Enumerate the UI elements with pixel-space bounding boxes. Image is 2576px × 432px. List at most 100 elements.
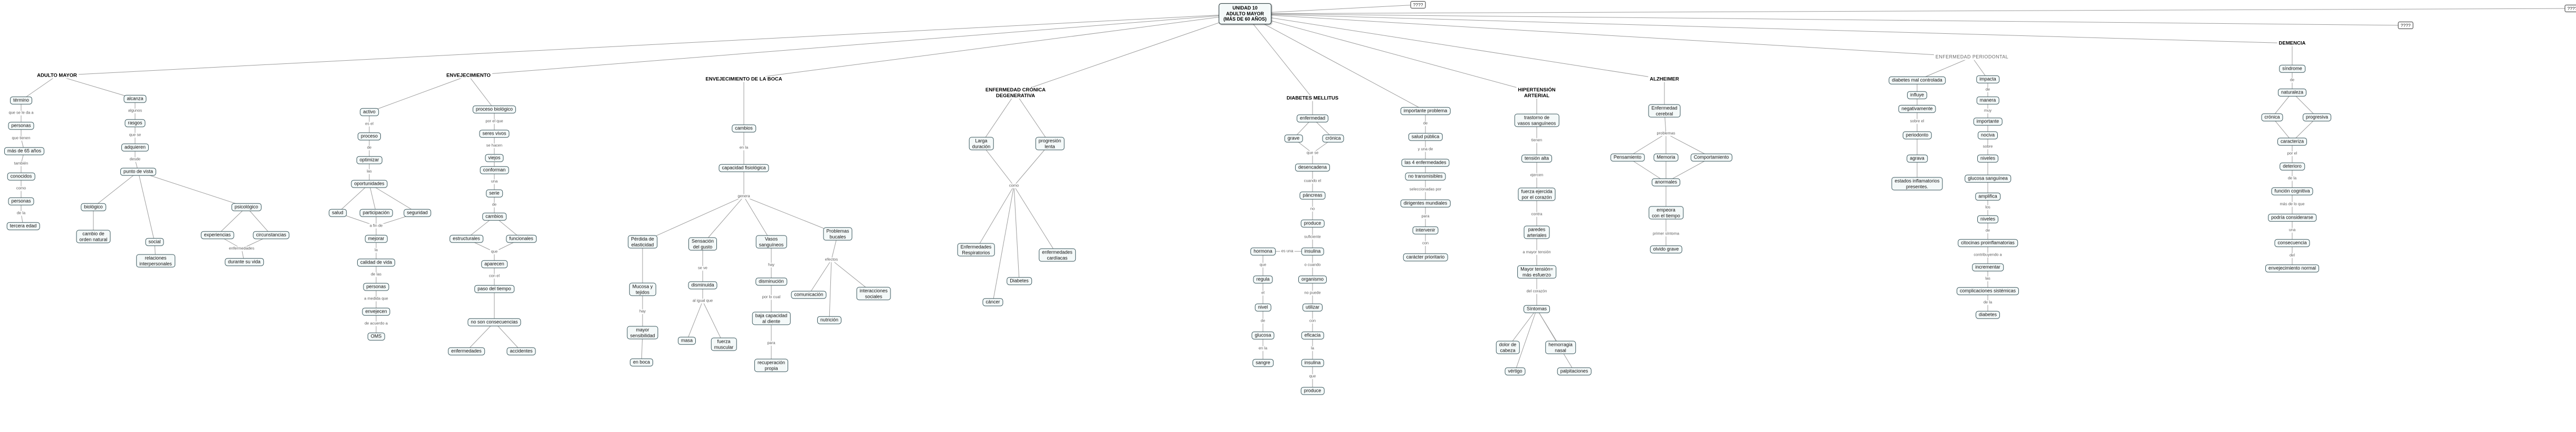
concept-node[interactable]: no son consecuencias <box>467 318 521 326</box>
concept-node[interactable]: impacta <box>1976 75 1999 83</box>
concept-node[interactable]: OMS <box>367 332 385 341</box>
concept-node[interactable]: utilizar <box>1302 303 1323 312</box>
concept-node[interactable]: complicaciones sistémicas <box>1956 287 2019 295</box>
concept-node[interactable]: mejorar <box>365 234 388 243</box>
concept-node[interactable]: caracteriza <box>2277 137 2307 146</box>
concept-node[interactable]: optimizar <box>356 156 382 164</box>
concept-node[interactable]: Pérdida de elasticidad <box>628 235 657 249</box>
concept-node[interactable]: diabetes <box>1975 311 2000 319</box>
concept-node[interactable]: deterioro <box>2280 162 2305 171</box>
concept-node[interactable]: carácter prioritario <box>1403 253 1448 261</box>
concept-node[interactable]: negativamente <box>1898 105 1936 113</box>
concept-node[interactable]: paso del tiempo <box>474 285 514 293</box>
concept-node[interactable]: envejecimiento normal <box>2265 264 2320 273</box>
concept-node[interactable]: psicológico <box>231 203 262 211</box>
branch-heading[interactable]: ENVEJECIMIENTO DE LA BOCA <box>704 76 784 82</box>
branch-heading[interactable]: HIPERTENSIÓN ARTERIAL <box>1516 87 1557 99</box>
concept-node[interactable]: hemorragia nasal <box>1545 341 1576 354</box>
concept-node[interactable]: proceso <box>357 132 381 140</box>
concept-node[interactable]: enfermedades <box>448 347 485 355</box>
concept-node[interactable]: dirigentes mundiales <box>1400 199 1451 208</box>
concept-node[interactable]: sangre <box>1252 359 1273 367</box>
concept-node[interactable]: punto de vista <box>120 167 157 176</box>
placeholder-node[interactable]: ???? <box>1410 1 1426 9</box>
concept-node[interactable]: dolor de cabeza <box>1496 341 1520 354</box>
concept-node[interactable]: conforman <box>480 166 509 174</box>
concept-node[interactable]: produce <box>1300 219 1325 228</box>
concept-node[interactable]: viejos <box>485 154 504 162</box>
concept-node[interactable]: manera <box>1976 96 1999 105</box>
concept-node[interactable]: accidentes <box>506 347 536 355</box>
concept-node[interactable]: Larga duración <box>969 137 994 151</box>
concept-node[interactable]: Memoria <box>1653 153 1679 162</box>
concept-node[interactable]: recuperación propia <box>754 359 789 372</box>
concept-node[interactable]: diabetes mal controlada <box>1889 76 1946 84</box>
concept-node[interactable]: las 4 enfermedades <box>1401 158 1450 167</box>
concept-node[interactable]: citocinas proinflamatorias <box>1958 239 2018 247</box>
concept-node[interactable]: crónica <box>1322 134 1344 143</box>
concept-node[interactable]: importante <box>1973 117 2003 126</box>
concept-node[interactable]: estructurales <box>449 234 483 243</box>
concept-node[interactable]: relaciones interpersonales <box>136 254 175 268</box>
concept-node[interactable]: participación <box>359 209 393 217</box>
concept-node[interactable]: biológico <box>81 203 106 211</box>
concept-node[interactable]: agrava <box>1907 154 1928 163</box>
concept-node[interactable]: no transmisibles <box>1405 172 1446 181</box>
placeholder-node[interactable]: ???? <box>2398 21 2414 30</box>
concept-node[interactable]: regula <box>1253 275 1273 284</box>
concept-node[interactable]: aparecen <box>481 260 507 268</box>
concept-node[interactable]: comunicación <box>791 290 827 299</box>
concept-node[interactable]: personas <box>8 121 34 130</box>
concept-node[interactable]: glucosa <box>1251 331 1275 340</box>
concept-node[interactable]: Mucosa y tejidos <box>629 283 656 296</box>
concept-node[interactable]: amplifica <box>1975 192 2000 201</box>
concept-node[interactable]: adquieren <box>121 143 149 152</box>
concept-node[interactable]: grave <box>1284 134 1303 143</box>
concept-node[interactable]: salud <box>329 209 347 217</box>
concept-node[interactable]: interacciones sociales <box>856 287 891 300</box>
concept-node[interactable]: influye <box>1907 91 1928 99</box>
concept-node[interactable]: cambios <box>732 124 756 133</box>
concept-node[interactable]: personas <box>8 197 34 205</box>
concept-node[interactable]: nutrición <box>817 316 842 324</box>
concept-node[interactable]: enfermedades cardíacas <box>1039 248 1076 262</box>
concept-node[interactable]: Vasos sanguíneos <box>755 235 787 249</box>
concept-node[interactable]: páncreas <box>1299 191 1326 200</box>
concept-node[interactable]: baja capacidad al diente <box>752 312 791 325</box>
concept-node[interactable]: rasgos <box>125 119 146 127</box>
concept-node[interactable]: Comportamiento <box>1690 153 1732 162</box>
concept-node[interactable]: palpitaciones <box>1557 367 1592 375</box>
concept-node[interactable]: Síntomas <box>1523 305 1550 313</box>
concept-node[interactable]: activo <box>360 108 379 116</box>
concept-node[interactable]: insulina <box>1301 359 1324 367</box>
concept-node[interactable]: alcanza <box>123 95 147 103</box>
concept-node[interactable]: progresión lenta <box>1035 137 1065 151</box>
concept-node[interactable]: anormales <box>1651 178 1681 186</box>
concept-node[interactable]: serie <box>486 189 503 198</box>
concept-node[interactable]: término <box>9 96 33 105</box>
concept-node[interactable]: intervenir <box>1412 226 1439 234</box>
concept-node[interactable]: organismo <box>1298 275 1327 284</box>
concept-node[interactable]: desencadena <box>1295 163 1330 172</box>
concept-node[interactable]: cambio de orden natural <box>76 230 111 243</box>
concept-node[interactable]: cambios <box>482 212 506 221</box>
central-node[interactable]: UNIDAD 10 ADULTO MAYOR (MÁS DE 60 AÑOS) <box>1219 3 1271 24</box>
concept-node[interactable]: seguridad <box>404 209 431 217</box>
concept-node[interactable]: circunstancias <box>253 231 290 239</box>
concept-node[interactable]: importante problema <box>1400 107 1451 115</box>
concept-node[interactable]: estados inflamatorios presentes. <box>1891 177 1943 191</box>
concept-node[interactable]: incrementar <box>1972 263 2004 271</box>
concept-node[interactable]: fuerza muscular <box>711 337 737 351</box>
concept-node[interactable]: envejecen <box>362 307 390 316</box>
concept-node[interactable]: masa <box>677 336 696 345</box>
concept-node[interactable]: nivel <box>1255 303 1271 312</box>
concept-node[interactable]: enfermedad <box>1296 114 1329 123</box>
concept-node[interactable]: produce <box>1300 387 1325 395</box>
concept-node[interactable]: personas <box>363 283 389 291</box>
concept-node[interactable]: Mayor tensión= más esfuerzo <box>1517 265 1556 279</box>
concept-node[interactable]: niveles <box>1977 215 1999 223</box>
concept-node[interactable]: proceso biológico <box>472 105 516 114</box>
concept-node[interactable]: más de 65 años <box>4 147 45 155</box>
concept-node[interactable]: mayor sensibilidad <box>627 326 658 340</box>
concept-node[interactable]: Problemas bucales <box>823 227 853 241</box>
